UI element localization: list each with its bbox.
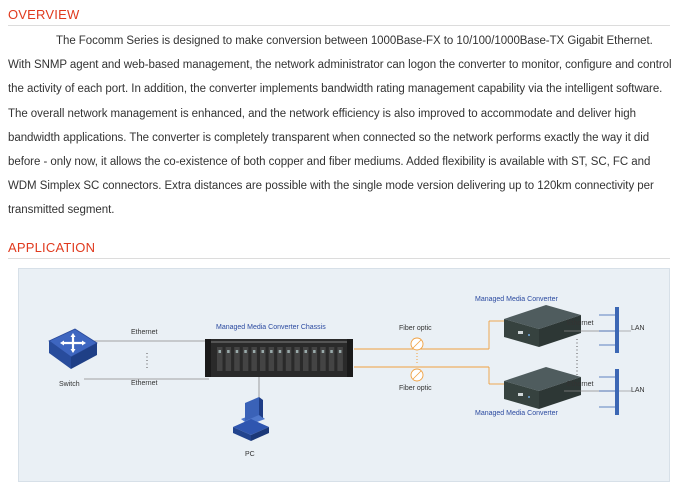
fiber-bottom-label: Fiber optic: [399, 385, 432, 392]
overview-heading: OVERVIEW: [8, 7, 80, 22]
chassis-icon: [205, 339, 353, 377]
lan-top-label: LAN: [631, 325, 645, 332]
converter-ethernet-top-label: Ethernet: [567, 320, 594, 327]
converter-top-icon: [504, 305, 581, 347]
lan-bottom-label: LAN: [631, 387, 645, 394]
pc-icon: [233, 397, 269, 441]
chassis-label: Managed Media Converter Chassis: [216, 324, 326, 331]
application-heading: APPLICATION: [8, 240, 96, 255]
switch-icon: [48, 328, 98, 369]
switch-label: Switch: [59, 381, 80, 388]
lan-bar-top-icon: [599, 307, 619, 353]
fiber-reel-top-icon: [410, 337, 424, 351]
fiber-reel-bottom-icon: [410, 368, 424, 382]
lan-bar-bottom-icon: [599, 369, 619, 415]
ethernet-bottom-label: Ethernet: [131, 380, 158, 387]
converter-ethernet-bottom-label: Ethernet: [567, 381, 594, 388]
converter-bottom-icon: [504, 367, 581, 409]
pc-label: PC: [245, 451, 255, 458]
application-divider: [8, 258, 670, 259]
overview-paragraph: The Focomm Series is designed to make co…: [8, 35, 672, 217]
converter-top-label: Managed Media Converter: [475, 296, 558, 303]
application-diagram: Switch Ethernet Ethernet Managed Media C…: [18, 268, 670, 482]
converter-bottom-label: Managed Media Converter: [475, 410, 558, 417]
overview-divider: [8, 25, 670, 26]
ethernet-top-label: Ethernet: [131, 329, 158, 336]
diagram-graphics: [48, 305, 631, 441]
fiber-top-label: Fiber optic: [399, 325, 432, 332]
